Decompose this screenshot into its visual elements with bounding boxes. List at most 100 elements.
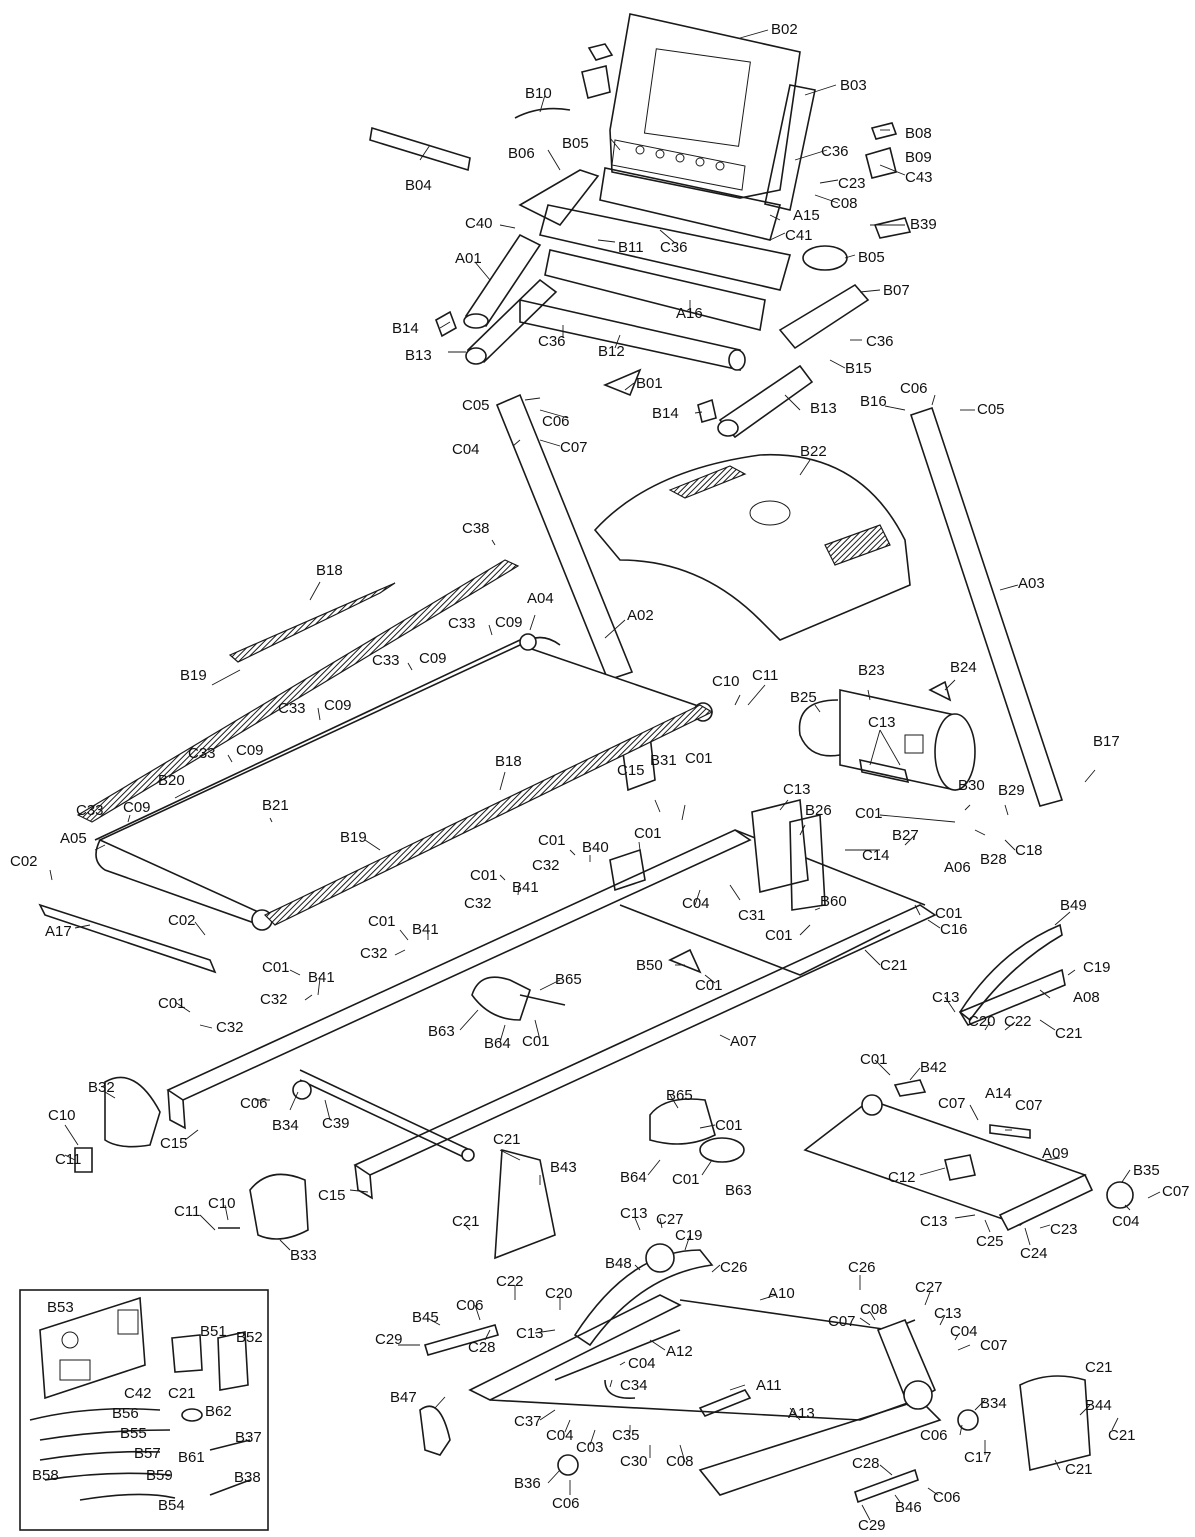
label-B60: B60 bbox=[820, 893, 847, 910]
label-C01e: C01 bbox=[470, 867, 498, 884]
label-C43: C43 bbox=[905, 169, 933, 186]
label-C07d: C07 bbox=[1162, 1183, 1190, 1200]
label-B51: B51 bbox=[200, 1323, 227, 1340]
label-B34b: B34 bbox=[980, 1395, 1007, 1412]
label-C13a: C13 bbox=[868, 714, 896, 731]
label-B41a: B41 bbox=[512, 879, 539, 896]
label-B41c: B41 bbox=[308, 969, 335, 986]
label-C09e: C09 bbox=[123, 799, 151, 816]
uprights-and-hood bbox=[495, 393, 1064, 807]
label-C26a: C26 bbox=[720, 1259, 748, 1276]
label-C11a: C11 bbox=[752, 667, 778, 684]
label-C08b: C08 bbox=[860, 1301, 888, 1318]
label-C04f: C04 bbox=[546, 1427, 574, 1444]
label-B21: B21 bbox=[262, 797, 289, 814]
label-C10c: C10 bbox=[208, 1195, 236, 1212]
label-C02b: C02 bbox=[168, 912, 196, 929]
label-B61: B61 bbox=[178, 1449, 205, 1466]
label-C01o: C01 bbox=[672, 1171, 700, 1188]
label-A06: A06 bbox=[944, 859, 971, 876]
label-C06g: C06 bbox=[933, 1489, 961, 1506]
label-C10a: C10 bbox=[712, 673, 740, 690]
label-C29a: C29 bbox=[375, 1331, 403, 1348]
label-B23: B23 bbox=[858, 662, 885, 679]
label-B11: B11 bbox=[618, 239, 644, 256]
label-B16: B16 bbox=[860, 393, 887, 410]
incline-assembly bbox=[494, 923, 1134, 1260]
label-B65b: B65 bbox=[666, 1087, 693, 1104]
label-B12: B12 bbox=[598, 343, 625, 360]
label-C21d: C21 bbox=[452, 1213, 480, 1230]
label-B22: B22 bbox=[800, 443, 827, 460]
label-C13e: C13 bbox=[920, 1213, 948, 1230]
label-C01f: C01 bbox=[935, 905, 963, 922]
label-C28b: C28 bbox=[852, 1455, 880, 1472]
label-C10b: C10 bbox=[48, 1107, 76, 1124]
label-B36: B36 bbox=[514, 1475, 541, 1492]
label-B28: B28 bbox=[980, 851, 1007, 868]
label-B01: B01 bbox=[636, 375, 663, 392]
label-C06b: C06 bbox=[900, 380, 928, 397]
label-B58: B58 bbox=[32, 1467, 59, 1484]
label-B10: B10 bbox=[525, 85, 552, 102]
label-B29: B29 bbox=[998, 782, 1025, 799]
label-B06: B06 bbox=[508, 145, 535, 162]
label-A10: A10 bbox=[768, 1285, 795, 1302]
label-C32d: C32 bbox=[260, 991, 288, 1008]
label-B14b: B14 bbox=[652, 405, 679, 422]
label-C01c: C01 bbox=[634, 825, 662, 842]
label-B26: B26 bbox=[805, 802, 832, 819]
label-C21g_top: C21 bbox=[168, 1385, 196, 1402]
label-B14a: B14 bbox=[392, 320, 419, 337]
label-A11: A11 bbox=[756, 1377, 782, 1394]
label-C21b: C21 bbox=[1055, 1025, 1083, 1042]
label-C23a: C23 bbox=[838, 175, 866, 192]
label-C33b: C33 bbox=[372, 652, 400, 669]
label-C31: C31 bbox=[738, 907, 766, 924]
label-A16: A16 bbox=[676, 305, 703, 322]
label-C08a: C08 bbox=[830, 195, 858, 212]
label-C33d: C33 bbox=[188, 745, 216, 762]
label-C29b: C29 bbox=[858, 1517, 886, 1534]
label-C16: C16 bbox=[940, 921, 968, 938]
label-C32a: C32 bbox=[532, 857, 560, 874]
label-B32: B32 bbox=[88, 1079, 115, 1096]
label-C34: C34 bbox=[620, 1377, 648, 1394]
label-B48: B48 bbox=[605, 1255, 632, 1272]
label-B13a: B13 bbox=[405, 347, 432, 364]
label-C19a: C19 bbox=[1083, 959, 1111, 976]
label-B27: B27 bbox=[892, 827, 919, 844]
label-B30: B30 bbox=[958, 777, 985, 794]
label-B33: B33 bbox=[290, 1247, 317, 1264]
label-C06e: C06 bbox=[920, 1427, 948, 1444]
label-C07a: C07 bbox=[560, 439, 588, 456]
label-C07c: C07 bbox=[1015, 1097, 1043, 1114]
label-B63b: B63 bbox=[725, 1182, 752, 1199]
label-C04e: C04 bbox=[628, 1355, 656, 1372]
label-C07e: C07 bbox=[828, 1313, 856, 1330]
label-C04d: C04 bbox=[950, 1323, 978, 1340]
label-C36d: C36 bbox=[866, 333, 894, 350]
label-B47: B47 bbox=[390, 1389, 417, 1406]
label-C09c: C09 bbox=[324, 697, 352, 714]
label-B17: B17 bbox=[1093, 733, 1120, 750]
label-B62: B62 bbox=[205, 1403, 232, 1420]
running-deck bbox=[38, 559, 714, 974]
part-labels: B02 B03 B10 B08 B04 B05 C36 B06 B09 C43 … bbox=[10, 21, 1190, 1534]
label-C11c: C11 bbox=[174, 1203, 200, 1220]
label-C06a: C06 bbox=[542, 413, 570, 430]
label-C32c: C32 bbox=[360, 945, 388, 962]
motor-assembly bbox=[798, 680, 976, 791]
label-A15: A15 bbox=[793, 207, 820, 224]
label-C01k: C01 bbox=[158, 995, 186, 1012]
label-C09a: C09 bbox=[495, 614, 523, 631]
label-B63a: B63 bbox=[428, 1023, 455, 1040]
label-C41: C41 bbox=[785, 227, 813, 244]
label-C22a: C22 bbox=[1004, 1013, 1032, 1030]
label-C04a: C04 bbox=[452, 441, 480, 458]
label-C42: C42 bbox=[124, 1385, 152, 1402]
main-frame bbox=[74, 798, 937, 1240]
label-C32e: C32 bbox=[216, 1019, 244, 1036]
label-C01n: C01 bbox=[715, 1117, 743, 1134]
label-C09d: C09 bbox=[236, 742, 264, 759]
